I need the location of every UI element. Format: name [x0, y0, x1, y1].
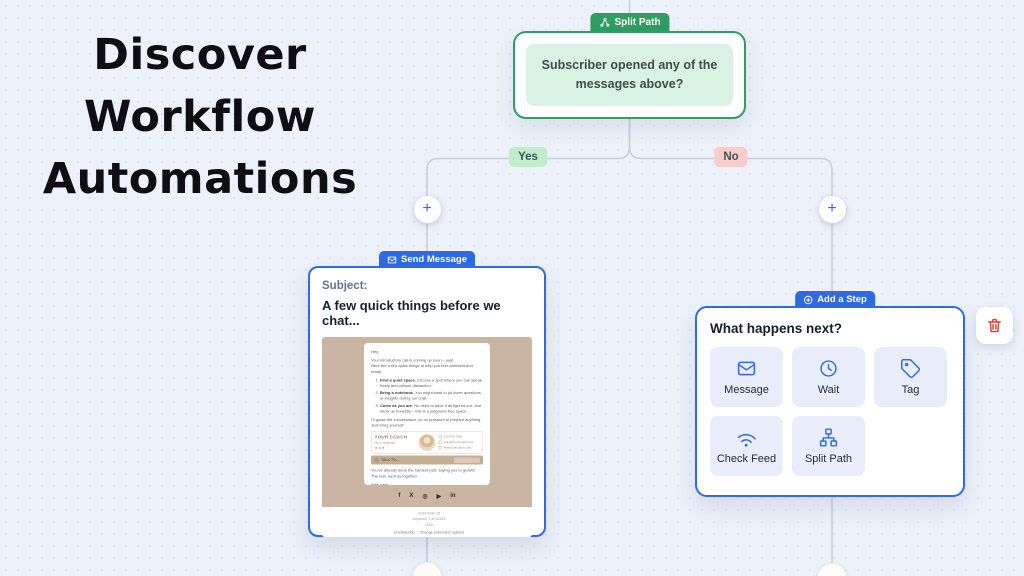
cta-label: TALK TO...	[381, 458, 399, 462]
step-option-label: Wait	[817, 384, 840, 396]
add-step-plus-button-bottom-right[interactable]	[817, 563, 847, 576]
contact-row: 123-456-7890	[438, 435, 480, 439]
split-path-tab-label: Split Path	[614, 17, 661, 28]
footer-address-line: USA	[425, 522, 433, 527]
email-intro: Your introductory call is coming up soon…	[371, 358, 473, 374]
clock-icon	[820, 360, 837, 377]
website-icon	[438, 446, 442, 450]
split-path-icon	[819, 428, 838, 447]
delete-node-button[interactable]	[976, 307, 1013, 344]
email-preview-body: Hey, Your introductory call is coming up…	[322, 337, 532, 507]
email-preview: Hey, Your introductory call is coming up…	[322, 337, 532, 537]
signature-contacts: 123-456-7890 hello@yourcoach.com www.you…	[438, 434, 480, 452]
contact-row: www.yourcoach.com	[438, 446, 480, 450]
add-step-plus-button-no[interactable]: +	[818, 196, 846, 223]
add-step-plus-button-yes[interactable]: +	[413, 196, 441, 223]
subject-label: Subject:	[322, 280, 368, 292]
split-path-question: Subscriber opened any of the messages ab…	[526, 44, 733, 106]
page-title-line: Workflow	[84, 92, 316, 142]
chat-icon	[374, 457, 379, 463]
email-footer: 1234 Main St Anytown, CA 12345 USA Unsub…	[322, 507, 532, 537]
envelope-icon	[737, 361, 756, 376]
plus-circle-icon	[803, 295, 813, 304]
email-tip: Find a quiet space. Choose a spot where …	[380, 377, 483, 388]
rss-feed-icon	[737, 433, 756, 447]
email-cta-bar: TALK TO...	[371, 455, 483, 465]
footer-links: Unsubscribe|Change subscriber options	[393, 529, 465, 535]
add-a-step-tab-label: Add a Step	[817, 294, 867, 305]
step-option-label: Tag	[901, 384, 920, 396]
envelope-icon	[387, 256, 397, 263]
trash-icon	[988, 318, 1001, 333]
signature-stars: ★★★	[374, 446, 386, 450]
signature-name: YOUR COACH	[374, 434, 408, 440]
signature-identity: YOUR COACH life & wellness ★★★	[375, 434, 416, 451]
send-message-tab-label: Send Message	[401, 254, 467, 265]
plus-icon: +	[827, 200, 837, 217]
send-message-node[interactable]: Subject: A few quick things before we ch…	[308, 266, 546, 537]
phone-icon	[438, 435, 442, 439]
step-option-check-feed[interactable]: Check Feed	[710, 416, 783, 476]
tag-icon	[901, 359, 920, 378]
page-title-line: Discover	[93, 30, 307, 80]
email-closing: You've already done the hardest part: sa…	[371, 468, 476, 479]
instagram-icon: ◎	[422, 493, 428, 500]
email-tip: Come as you are. No need to have it all …	[380, 403, 483, 414]
yes-branch-badge: Yes	[509, 147, 547, 167]
youtube-icon: ▶	[436, 493, 442, 500]
footer-address-line: 1234 Main St	[417, 511, 441, 516]
plus-icon: +	[422, 200, 432, 217]
email-tips-list: Find a quiet space. Choose a spot where …	[371, 377, 483, 414]
email-outro: I'll guide the conversation, so no press…	[371, 417, 482, 428]
coach-avatar	[418, 433, 436, 451]
email-icon	[438, 440, 442, 445]
split-path-tab[interactable]: Split Path	[590, 13, 670, 32]
linkedin-icon: in	[450, 493, 456, 499]
split-path-icon	[600, 18, 610, 27]
email-greeting: Hey,	[371, 349, 379, 355]
step-option-message[interactable]: Message	[710, 347, 783, 407]
contact-row: hello@yourcoach.com	[438, 440, 480, 445]
x-icon: X	[409, 493, 414, 499]
facebook-icon: f	[398, 493, 401, 499]
step-option-label: Check Feed	[716, 453, 777, 465]
unsubscribe-link: Unsubscribe	[393, 529, 415, 535]
page-title-line: Automations	[42, 154, 358, 204]
no-branch-badge: No	[714, 147, 748, 167]
subscriber-options-link: Change subscriber options	[419, 529, 465, 535]
step-options-grid: Message Wait Tag	[710, 347, 950, 476]
add-a-step-panel: What happens next? Message Wait Tag	[695, 306, 965, 497]
email-tip: Bring a notebook. You might want to jot …	[380, 390, 483, 401]
step-option-tag[interactable]: Tag	[874, 347, 947, 407]
subject-value: A few quick things before we chat...	[322, 298, 501, 328]
cta-button	[454, 457, 480, 463]
add-a-step-tab[interactable]: Add a Step	[795, 291, 875, 308]
page-title: Discover Workflow Automations	[20, 24, 380, 210]
step-option-wait[interactable]: Wait	[792, 347, 865, 407]
email-signature-card: YOUR COACH life & wellness ★★★ 123-456-7…	[371, 431, 483, 454]
email-letter: Hey, Your introductory call is coming up…	[364, 343, 490, 485]
split-path-node[interactable]: Subscriber opened any of the messages ab…	[513, 31, 746, 119]
signature-subtitle: life & wellness	[374, 441, 396, 445]
send-message-tab[interactable]: Send Message	[379, 251, 475, 268]
step-option-label: Split Path	[804, 453, 853, 465]
footer-address-line: Anytown, CA 12345	[412, 516, 446, 522]
email-social-row: f X ◎ ▶ in	[398, 485, 455, 507]
email-signoff: With care,Angelica	[371, 482, 390, 485]
step-option-label: Message	[724, 384, 769, 396]
add-step-heading: What happens next?	[710, 321, 843, 336]
step-option-split-path[interactable]: Split Path	[792, 416, 865, 476]
add-step-plus-button-bottom-left[interactable]	[412, 562, 442, 576]
